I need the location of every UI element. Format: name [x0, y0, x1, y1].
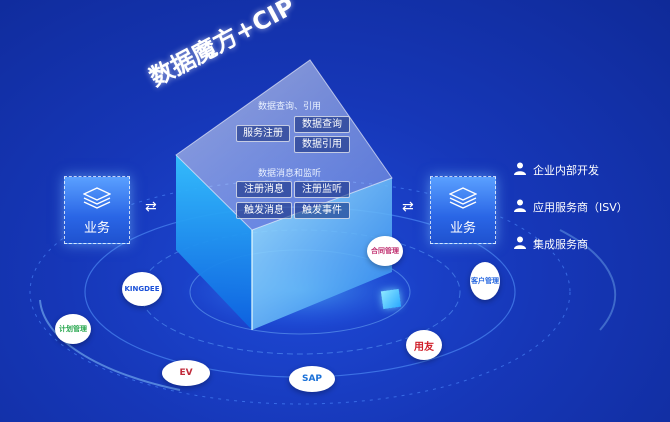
left-business-box[interactable]: 业务 [64, 176, 130, 244]
kingdee-badge[interactable]: KINGDEE [122, 272, 162, 306]
right-exchange-arrows: ⇄ [402, 199, 414, 215]
contract-badge[interactable]: 合同管理 [367, 236, 403, 266]
register-message-tag[interactable]: 注册消息 [236, 181, 292, 198]
left-business-label: 业务 [83, 221, 110, 236]
right-business-label: 业务 [449, 221, 476, 236]
data-reference-tag[interactable]: 数据引用 [294, 136, 350, 153]
customer-badge[interactable]: 客户管理 [470, 262, 500, 300]
query-section-label: 数据查询、引用 [258, 102, 322, 112]
role-item: 应用服务商（ISV） [514, 199, 628, 236]
role-item: 集成服务商 [514, 236, 628, 273]
role-label: 应用服务商（ISV） [533, 201, 628, 214]
left-exchange-arrows: ⇄ [145, 199, 157, 215]
service-register-tag[interactable]: 服务注册 [236, 125, 290, 142]
right-business-box[interactable]: 业务 [430, 176, 496, 244]
layers-icon [83, 187, 111, 209]
user-icon [514, 162, 526, 175]
user-icon [514, 199, 526, 212]
data-query-tag[interactable]: 数据查询 [294, 116, 350, 133]
trigger-event-tag[interactable]: 触发事件 [294, 202, 350, 219]
user-icon [514, 236, 526, 249]
role-label: 企业内部开发 [533, 164, 599, 177]
plan-badge[interactable]: 计划管理 [55, 314, 91, 344]
roles-list: 企业内部开发 应用服务商（ISV） 集成服务商 [514, 162, 628, 273]
register-listen-tag[interactable]: 注册监听 [294, 181, 350, 198]
message-section-label: 数据消息和监听 [258, 169, 322, 179]
ev-badge[interactable]: EV [162, 360, 210, 386]
small-cube-decoration [380, 288, 402, 310]
yonyou-badge[interactable]: 用友 [406, 330, 442, 360]
trigger-message-tag[interactable]: 触发消息 [236, 202, 292, 219]
role-item: 企业内部开发 [514, 162, 628, 199]
sap-badge[interactable]: SAP [289, 366, 335, 392]
layers-icon [449, 187, 477, 209]
role-label: 集成服务商 [533, 238, 588, 251]
